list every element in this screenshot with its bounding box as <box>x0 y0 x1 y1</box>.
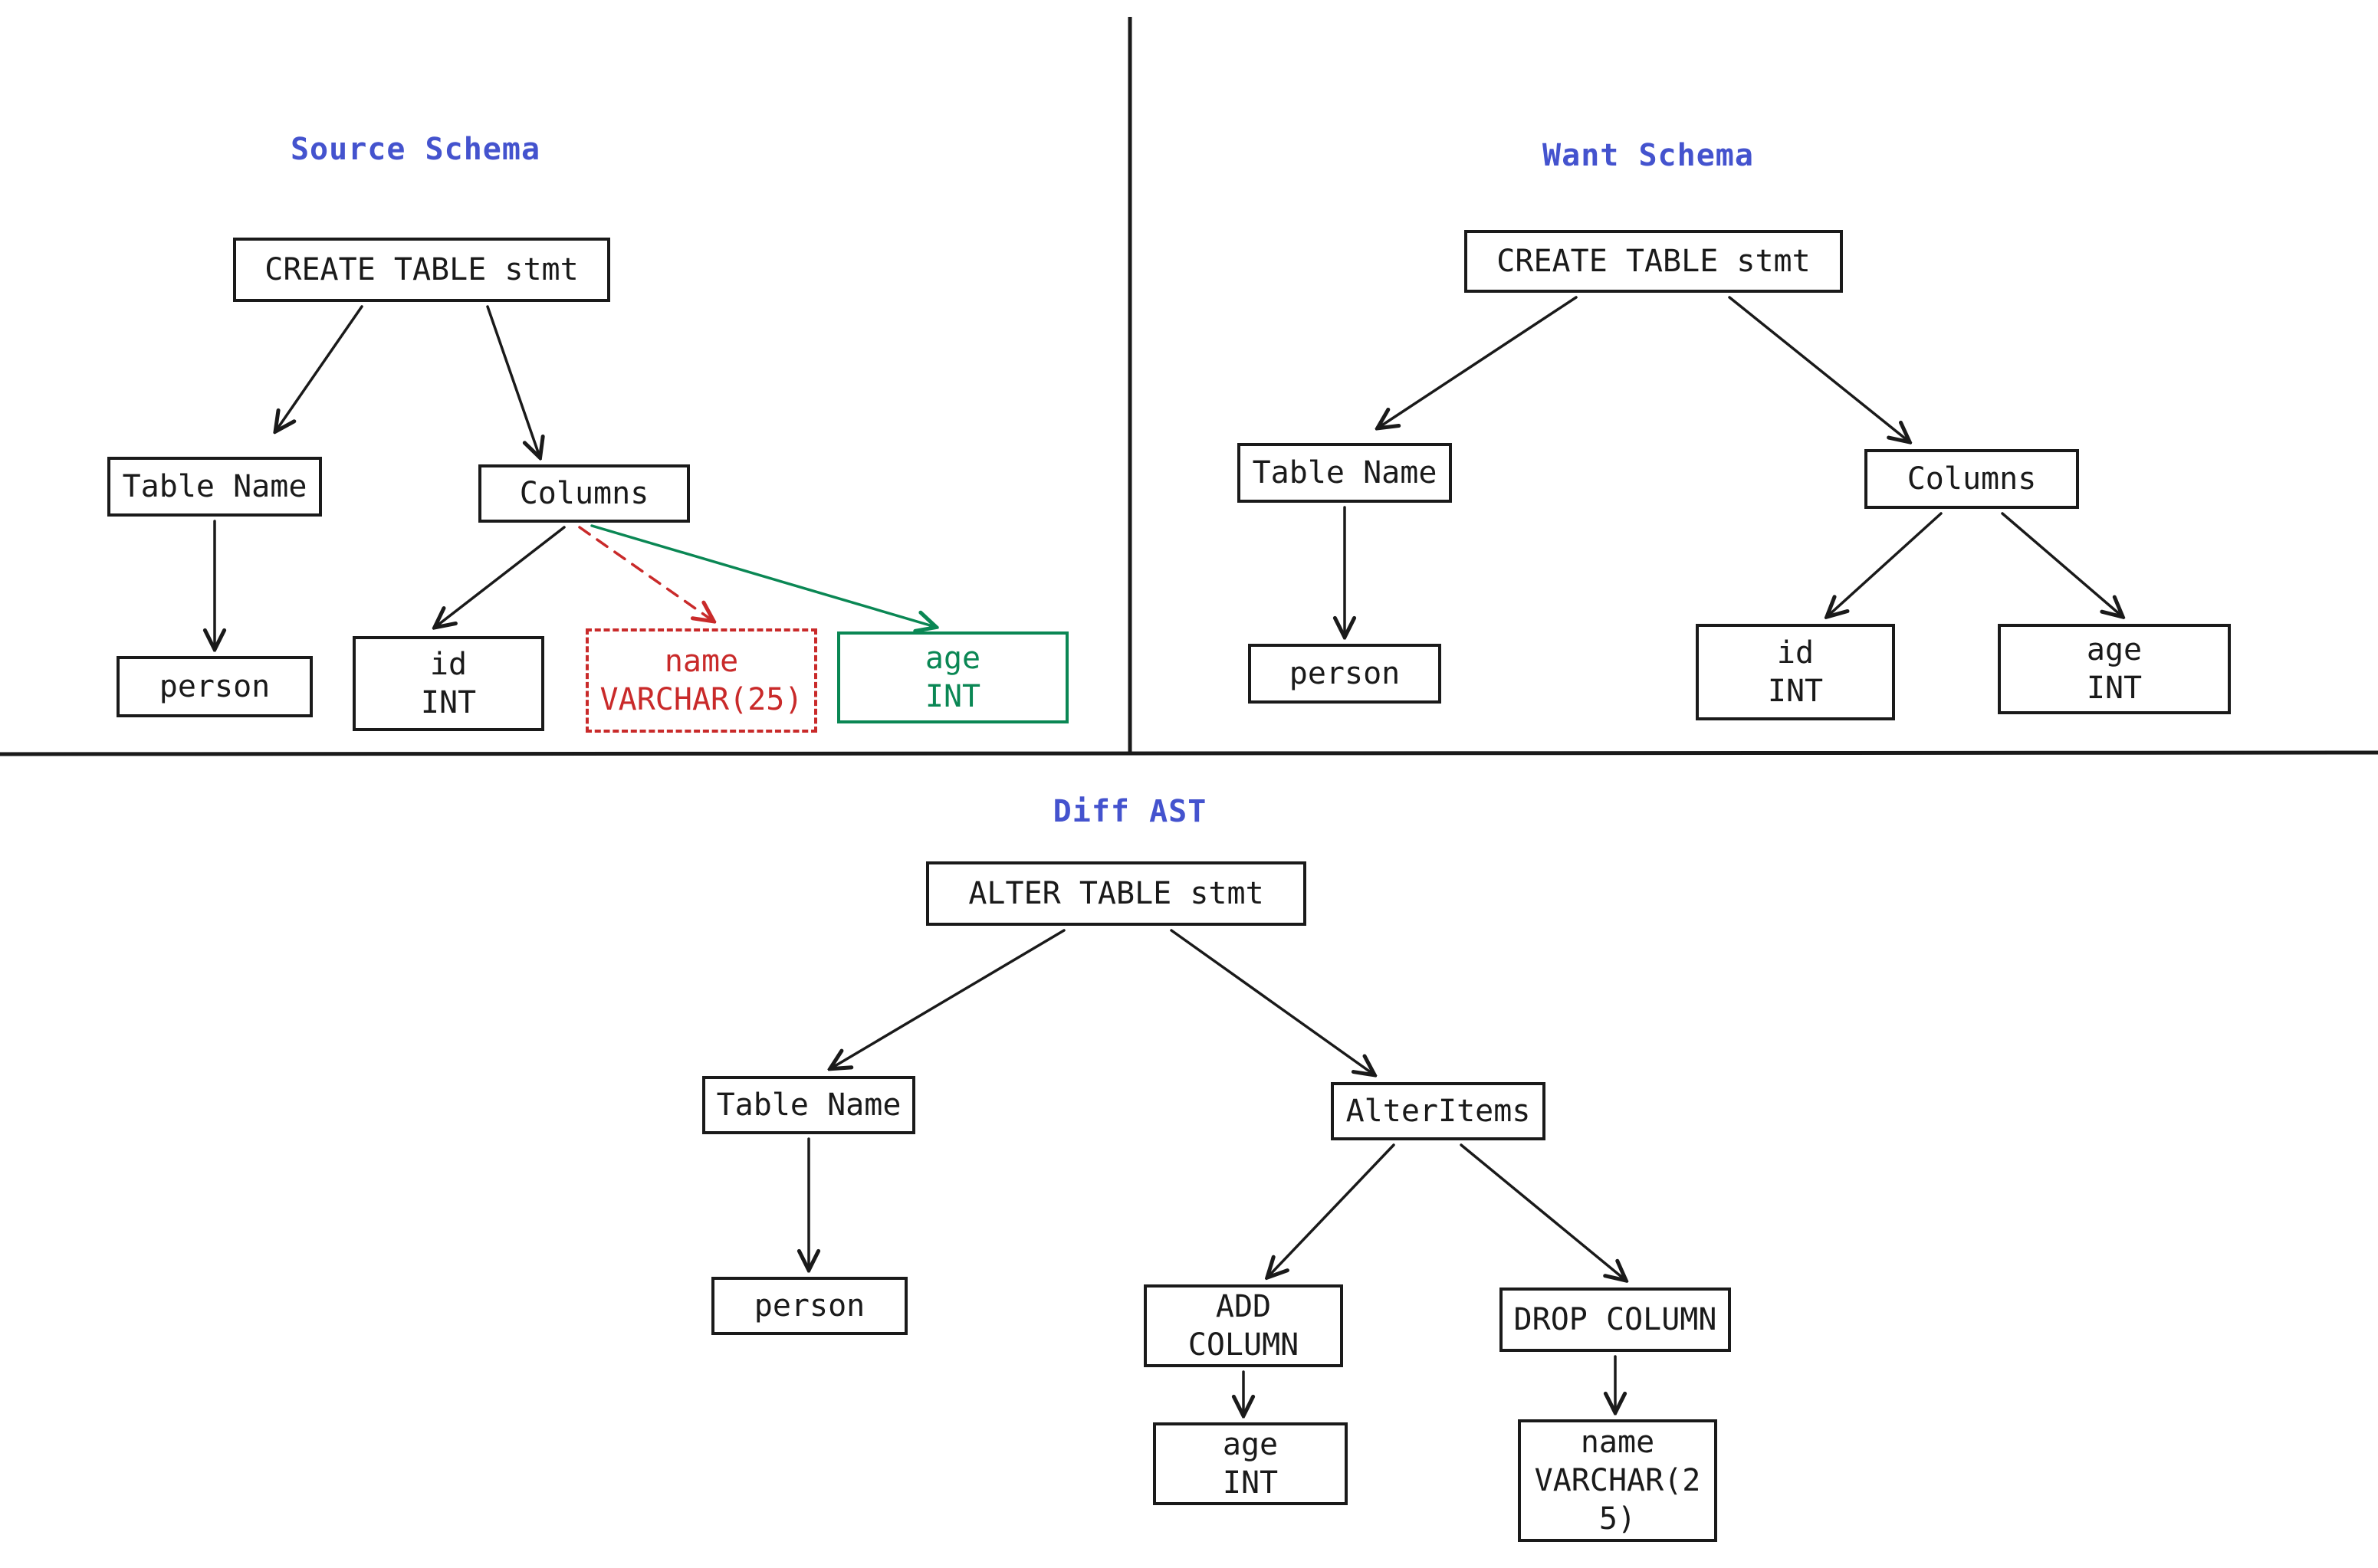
node-want-columns: Columns <box>1864 449 2079 509</box>
diff-ast-title: Diff AST <box>1053 794 1207 829</box>
edge-diff-alter-to-alteritems <box>1170 929 1374 1074</box>
panel-divider-horizontal <box>0 750 2378 756</box>
edge-source-create-to-table-name <box>276 305 363 431</box>
node-want-age-int: age INT <box>1998 624 2231 714</box>
want-schema-title: Want Schema <box>1542 138 1754 173</box>
node-diff-add-column: ADD COLUMN <box>1144 1284 1343 1367</box>
node-want-create-table-stmt: CREATE TABLE stmt <box>1464 230 1843 293</box>
edge-want-columns-to-age <box>2001 512 2122 616</box>
node-diff-drop-column: DROP COLUMN <box>1499 1288 1731 1352</box>
node-diff-person: person <box>711 1277 908 1335</box>
source-schema-title: Source Schema <box>290 132 541 167</box>
node-source-table-name: Table Name <box>107 457 322 517</box>
edge-want-columns-to-id <box>1828 512 1943 616</box>
edge-diff-alter-to-table-name <box>831 929 1066 1068</box>
edge-source-columns-to-name-removed <box>578 526 713 621</box>
node-source-create-table-stmt: CREATE TABLE stmt <box>233 238 610 302</box>
node-diff-table-name: Table Name <box>702 1076 915 1134</box>
edge-diff-alteritems-to-drop-column <box>1460 1143 1625 1280</box>
node-diff-alter-table-stmt: ALTER TABLE stmt <box>926 861 1306 926</box>
node-want-id-int: id INT <box>1696 624 1895 720</box>
node-want-table-name: Table Name <box>1237 443 1452 503</box>
edge-source-create-to-columns <box>486 305 540 457</box>
node-diff-age-int: age INT <box>1153 1422 1348 1505</box>
node-source-columns: Columns <box>478 464 690 523</box>
edge-source-columns-to-age-added <box>590 524 935 627</box>
node-source-id-int: id INT <box>353 636 544 731</box>
edge-want-create-to-columns <box>1728 296 1909 441</box>
node-source-person: person <box>117 656 313 717</box>
edge-want-create-to-table-name <box>1378 296 1578 428</box>
node-source-age-int-added: age INT <box>837 631 1069 723</box>
edge-source-columns-to-id <box>435 526 566 627</box>
node-diff-alteritems: AlterItems <box>1331 1082 1545 1140</box>
node-diff-name-varchar: name VARCHAR(2 5) <box>1518 1419 1717 1542</box>
node-want-person: person <box>1248 644 1441 704</box>
node-source-name-varchar-removed: name VARCHAR(25) <box>586 628 817 733</box>
edge-diff-alteritems-to-add-column <box>1268 1143 1395 1277</box>
